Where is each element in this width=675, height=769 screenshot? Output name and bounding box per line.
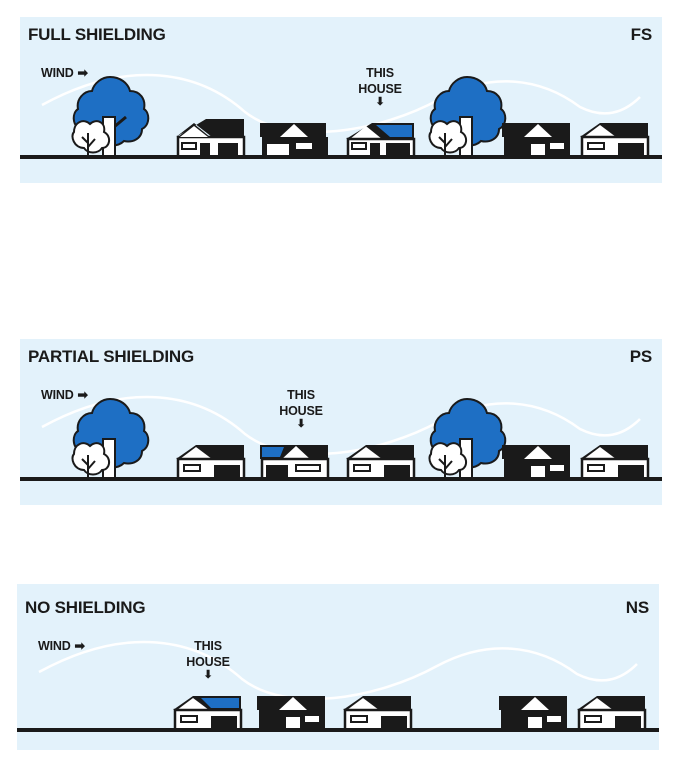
wind-line [41,73,641,134]
ground-line [20,477,662,481]
this-house-line1: THIS [194,639,222,653]
this-house-line2: HOUSE [358,82,402,96]
arrow-down-icon: ⬇ [203,669,213,681]
tree [71,397,150,480]
wind-line [41,395,641,456]
wind-line [38,640,638,701]
neighbour-house [346,445,416,481]
this-house-line1: THIS [287,388,315,402]
arrow-right-icon: ➡ [77,388,88,402]
arrow-right-icon: ➡ [77,66,88,80]
wind-text: WIND [41,65,74,80]
neighbour-house [260,123,328,158]
neighbour-house [502,445,570,480]
arrow-down-icon: ⬇ [296,418,306,430]
wind-label: WIND ➡ [41,387,88,403]
neighbour-house [580,445,650,481]
panel-title: NO SHIELDING [25,598,146,617]
this-house [260,445,330,481]
neighbour-house [499,696,567,731]
panel-title: PARTIAL SHIELDING [28,347,194,366]
panel-full-shielding: FULL SHIELDING FS WIND ➡ THIS HOUSE ⬇ [20,17,662,183]
panel-title: FULL SHIELDING [28,25,166,44]
this-house-line2: HOUSE [186,655,230,669]
scene-partial-shielding [20,339,662,505]
this-house-line2: HOUSE [279,404,323,418]
scene-no-shielding [17,584,659,750]
this-house [173,696,243,732]
this-house-label: THIS HOUSE ⬇ [183,638,233,681]
ground-line [17,728,659,732]
panel-code: PS [629,347,652,366]
neighbour-house [502,123,570,158]
neighbour-house [176,445,246,481]
panel-code: NS [625,598,649,617]
neighbour-house [257,696,325,731]
this-house-label: THIS HOUSE ⬇ [355,65,405,108]
panel-code: FS [630,25,653,44]
wind-label: WIND ➡ [38,638,85,654]
tree [428,397,507,480]
wind-label: WIND ➡ [41,65,88,81]
neighbour-house [580,123,650,159]
scene-full-shielding [20,17,662,183]
neighbour-house [343,696,413,732]
arrow-right-icon: ➡ [74,639,85,653]
arrow-down-icon: ⬇ [375,96,385,108]
panel-no-shielding: NO SHIELDING NS WIND ➡ THIS HOUSE ⬇ [17,584,659,750]
panel-partial-shielding: PARTIAL SHIELDING PS WIND ➡ THIS HOUSE ⬇ [20,339,662,505]
this-house-line1: THIS [366,66,394,80]
wind-text: WIND [41,387,74,402]
tree [428,75,507,158]
this-house-label: THIS HOUSE ⬇ [276,387,326,430]
wind-text: WIND [38,638,71,653]
ground-line [20,155,662,159]
